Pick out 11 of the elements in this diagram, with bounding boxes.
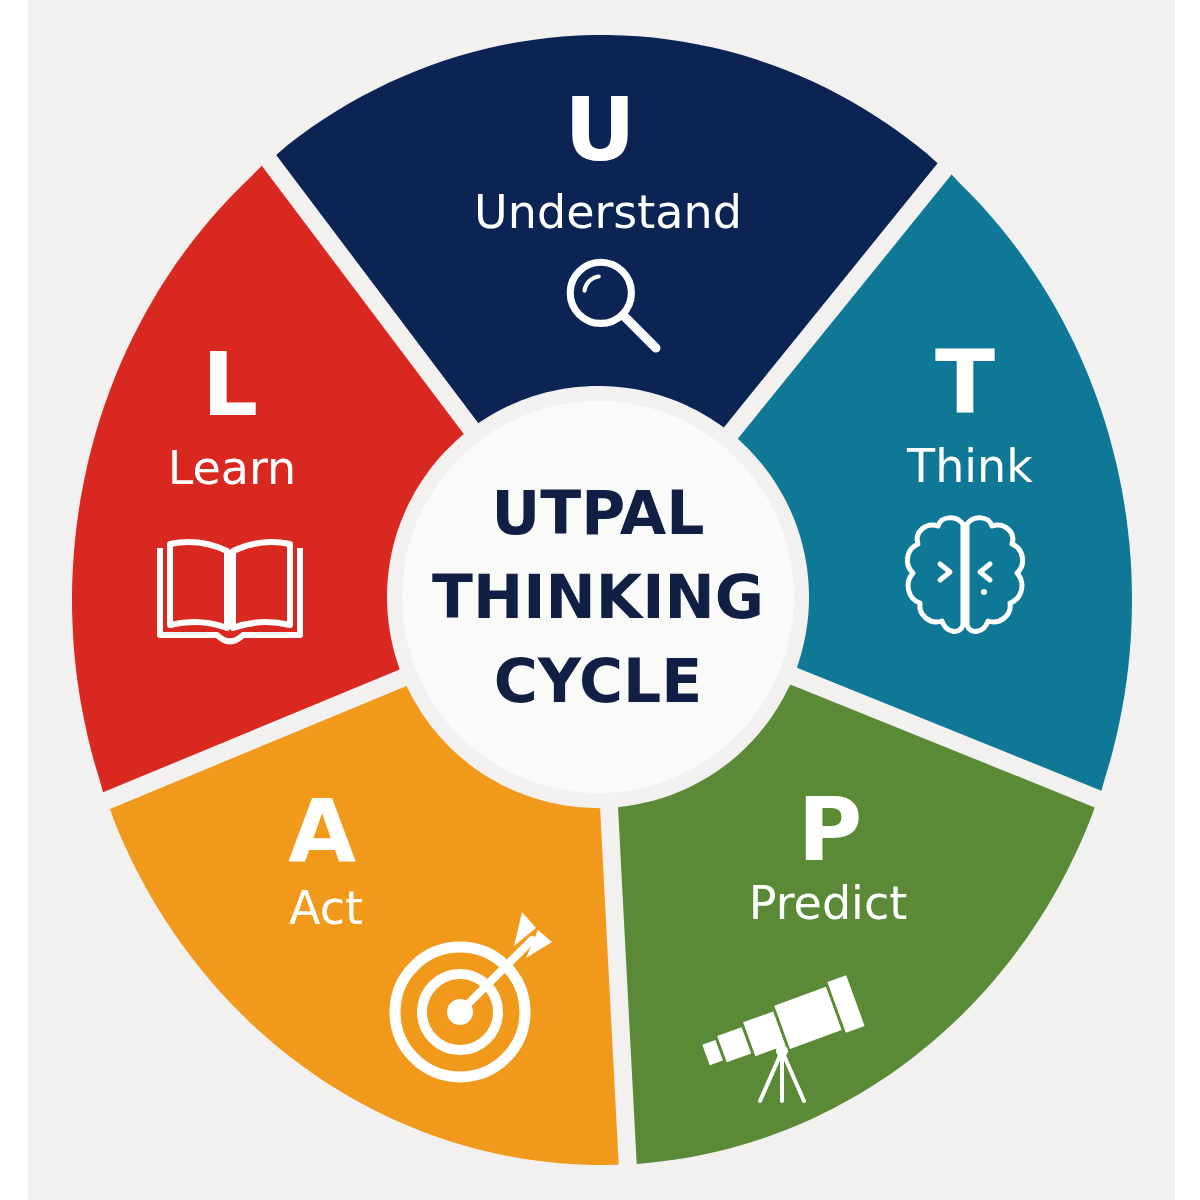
step-letter: T bbox=[935, 333, 995, 431]
step-label: Predict bbox=[748, 877, 908, 929]
step-label: Think bbox=[907, 440, 1033, 492]
step-label: Learn bbox=[167, 442, 297, 494]
cycle-title: UTPAL THINKING CYCLE bbox=[431, 477, 765, 718]
step-letter: U bbox=[564, 81, 636, 179]
step-label: Understand bbox=[474, 186, 742, 238]
step-letter: A bbox=[287, 783, 357, 881]
step-letter: L bbox=[201, 336, 259, 434]
step-letter: P bbox=[797, 781, 863, 879]
step-label: Act bbox=[289, 882, 363, 934]
